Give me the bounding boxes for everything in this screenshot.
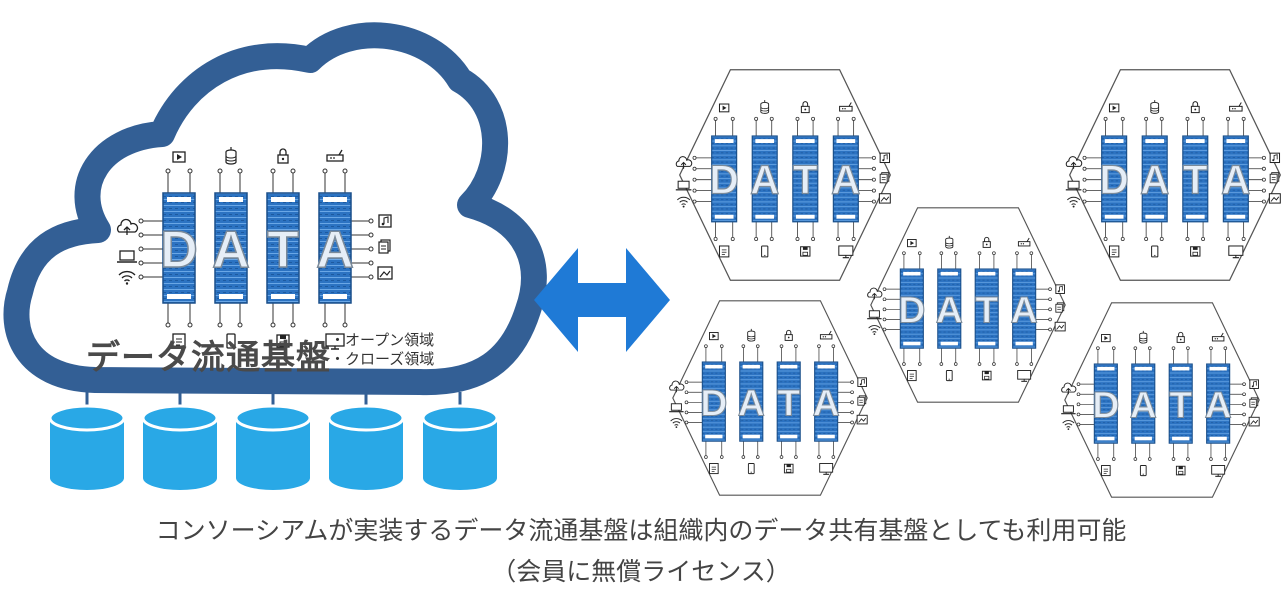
caption-line-1: コンソーシアムが実装するデータ流通基盤は組織内のデータ共有基盤としても利用可能 — [155, 516, 1127, 545]
cloud-title: データ流通基盤 — [86, 338, 331, 378]
database-icon — [234, 404, 312, 492]
hexagon-node — [676, 69, 891, 281]
cloud-domain-list: ・オープン領域 ・クローズ領域 — [330, 331, 434, 369]
caption-line-2: （会員に無償ライセンス） — [491, 557, 791, 586]
bidirectional-arrow — [534, 248, 670, 352]
database-row — [48, 404, 499, 492]
database-icon — [327, 404, 405, 492]
hexagon-node — [1061, 302, 1260, 498]
domain-open: ・オープン領域 — [330, 331, 435, 349]
database-icon — [48, 404, 126, 492]
database-icon — [421, 404, 499, 492]
hexagon-node — [1066, 69, 1281, 281]
hexagon-node — [867, 207, 1066, 403]
hexagon-node — [669, 300, 868, 496]
database-icon — [141, 404, 219, 492]
domain-closed: ・クローズ領域 — [330, 350, 435, 368]
